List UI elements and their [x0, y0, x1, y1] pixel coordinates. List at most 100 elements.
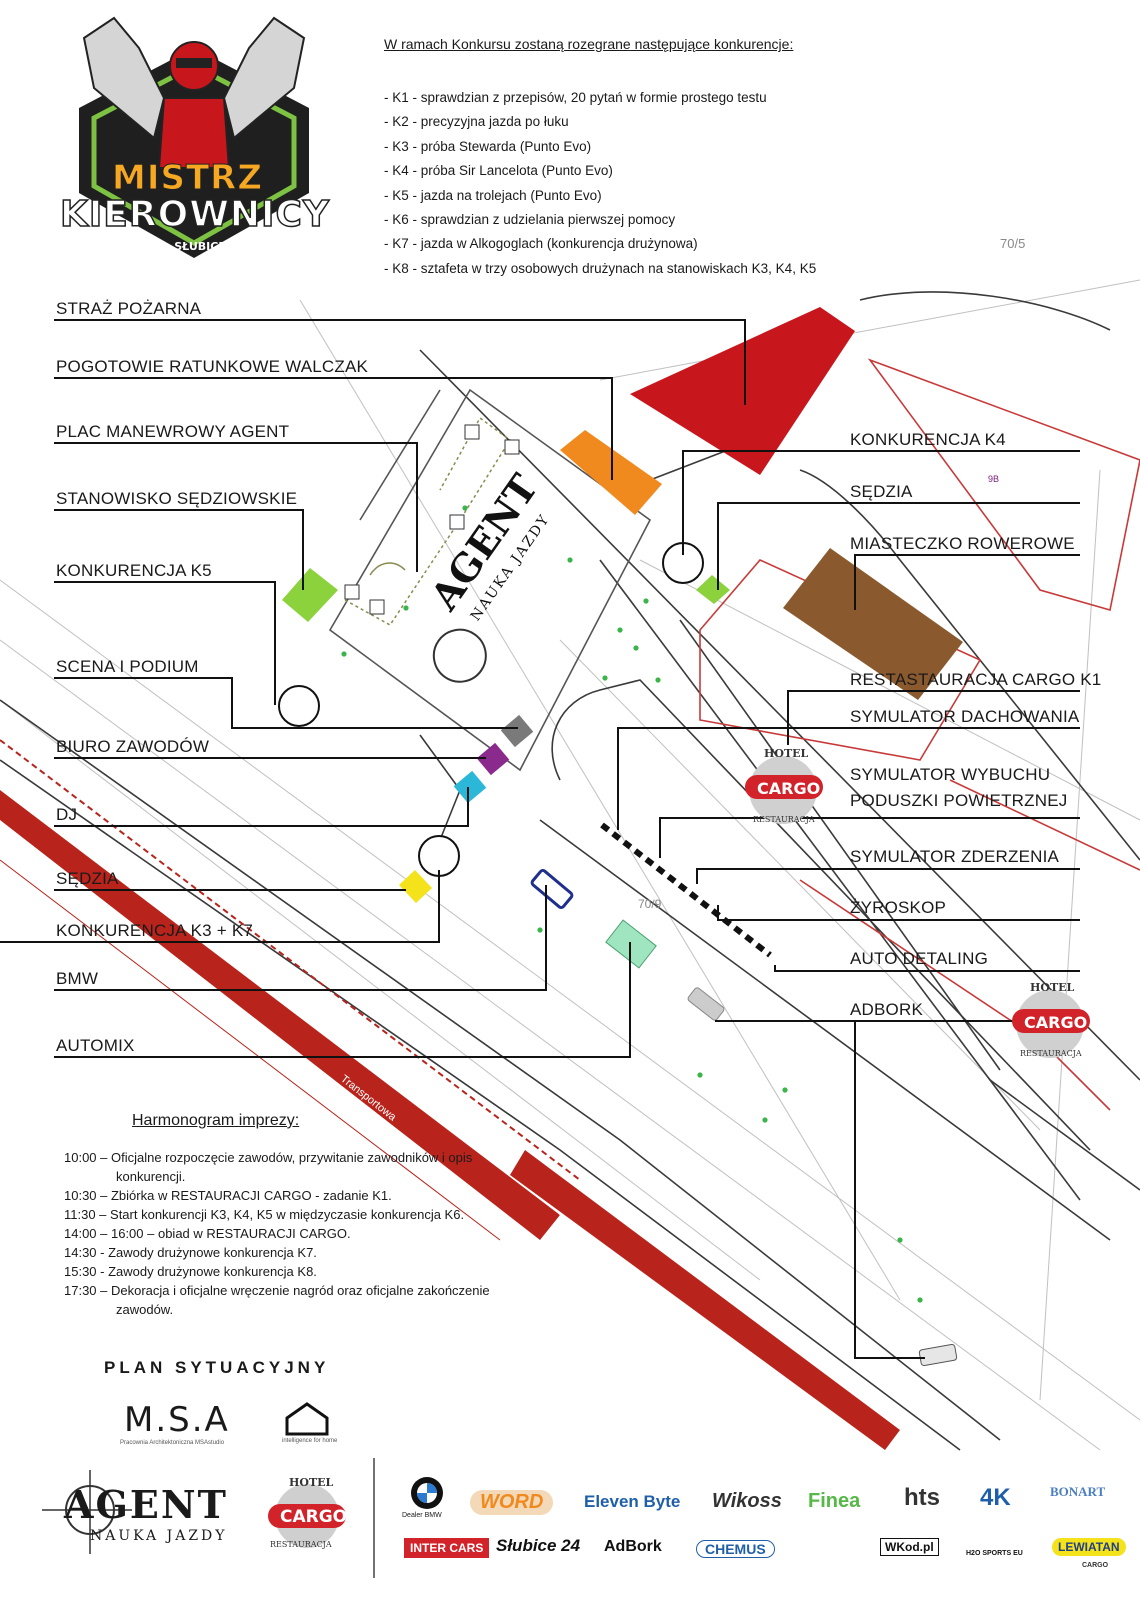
event-logo: MISTRZ KIEROWNICY I EDYCJA - SŁUBICE 201…	[54, 8, 334, 258]
competition-item: - K2 - precyzyjna jazda po łuku	[384, 114, 569, 130]
bmw-car	[530, 868, 574, 910]
finea-logo: Finea	[808, 1490, 861, 1512]
svg-text:9B: 9B	[988, 474, 999, 484]
msa-logo-subtitle: Pracownia Architektoniczna MSAstudio	[120, 1440, 225, 1446]
logo-title-line2: KIEROWNICY	[59, 193, 330, 236]
4k-logo: 4K	[980, 1484, 1011, 1511]
lewiatan-logo: LEWIATAN	[1052, 1538, 1126, 1556]
competition-item: - K6 - sprawdzian z udzielania pierwszej…	[384, 212, 676, 228]
schedule-title: Harmonogram imprezy:	[132, 1112, 300, 1129]
schedule-item: 14:30 - Zawody drużynowe konkurencja K7.	[64, 1245, 317, 1260]
svg-text:RESTAURACJA: RESTAURACJA	[753, 815, 815, 824]
svg-text:RESTAURACJA: RESTAURACJA	[1020, 1049, 1082, 1058]
competition-item: - K7 - jazda w Alkogoglach (konkurencja …	[384, 236, 698, 252]
callout-stage-podium: SCENA I PODIUM	[56, 657, 199, 676]
callout-restaurant-cargo-k1: RESTASTAURACJA CARGO K1	[850, 670, 1102, 689]
logo-title-line1: MISTRZ	[112, 158, 263, 199]
slubice24-logo: Słubice 24	[496, 1536, 581, 1555]
competition-item: - K3 - próba Stewarda (Punto Evo)	[384, 138, 592, 154]
agent-footer-logo: AGENT NAUKA JAZDY	[42, 1470, 252, 1554]
competition-item: - K8 - sztafeta w trzy osobowych drużyna…	[384, 260, 817, 276]
svg-text:CARGO: CARGO	[757, 779, 820, 798]
callout-ambulance: POGOTOWIE RATUNKOWE WALCZAK	[56, 357, 369, 376]
stage-zone	[500, 714, 534, 748]
competition-item: - K1 - sprawdzian z przepisów, 20 pytań …	[384, 90, 767, 105]
judge-stand-zone	[282, 568, 338, 622]
bmw-logo-subtitle: Dealer BMW	[402, 1512, 442, 1519]
house-icon	[285, 1402, 329, 1436]
agent-footer-logo-subtitle: NAUKA JAZDY	[90, 1528, 228, 1544]
callout-crash-simulator: SYMULATOR ZDERZENIA	[850, 847, 1060, 866]
office-zone	[476, 742, 510, 776]
callout-judge-stand: STANOWISKO SĘDZIOWSKIE	[56, 489, 298, 508]
schedule-item: 15:30 - Zawody drużynowe konkurencja K8.	[64, 1264, 317, 1279]
bottom-car	[918, 1343, 958, 1367]
hotel-cargo-footer-restauracja: RESTAURACJA	[270, 1540, 332, 1549]
msa-logo-text: M.S.A	[124, 1400, 230, 1440]
judge-zone	[399, 870, 432, 903]
callout-airbag-simulator-1: SYMULATOR WYBUCHU	[850, 765, 1051, 784]
msa-logo: M.S.A Pracownia Architektoniczna MSAstud…	[120, 1400, 250, 1452]
agent-map-logo: AGENT NAUKA JAZDY	[421, 466, 553, 683]
bonart-logo: BONART	[1050, 1484, 1106, 1499]
globe-icon	[268, 1484, 346, 1548]
word-logo: WORD	[470, 1490, 554, 1515]
eleven-byte-logo: Eleven Byte	[584, 1492, 681, 1511]
intelia-logo: intelligence for home	[282, 1400, 342, 1450]
adbork-car	[687, 987, 725, 1021]
crosshair-icon	[42, 1470, 132, 1554]
road-outlines	[0, 291, 1140, 1451]
competition-item: - K5 - jazda na trolejach (Punto Evo)	[384, 187, 602, 203]
plan-title: PLAN SYTUACYJNY	[104, 1358, 330, 1377]
callout-fire-brigade: STRAŻ POŻARNA	[56, 299, 202, 318]
callout-adbork: ADBORK	[850, 1000, 923, 1019]
competitions-title: W ramach Konkursu zostaną rozegrane nast…	[384, 36, 794, 52]
svg-text:CARGO: CARGO	[1024, 1013, 1087, 1032]
green-dots	[341, 505, 923, 1303]
chemus-logo: CHEMUS	[696, 1540, 775, 1558]
bmw-icon	[411, 1477, 443, 1509]
fire-brigade-zone	[630, 307, 855, 475]
callout-judge-right: SĘDZIA	[850, 482, 913, 501]
callout-judge: SĘDZIA	[56, 869, 119, 888]
agent-footer-logo-title: AGENT	[64, 1482, 228, 1527]
callout-automix: AUTOMIX	[56, 1036, 135, 1055]
helmet-icon	[79, 16, 309, 258]
callout-bmw: BMW	[56, 969, 99, 988]
hts-logo: hts	[904, 1484, 940, 1511]
adbork-logo: AdBork	[604, 1538, 662, 1555]
callout-auto-detailing: AUTO DETALING	[850, 949, 988, 968]
schedule-item: 10:00 – Oficjalne rozpoczęcie zawodów, p…	[64, 1150, 473, 1184]
hotel-cargo-footer-hotel: HOTEL	[289, 1476, 334, 1489]
dj-zone	[453, 770, 487, 804]
cone-boxes	[344, 424, 520, 615]
schedule-item: 14:00 – 16:00 – obiad w RESTAURACJI CARG…	[64, 1226, 351, 1241]
hotel-cargo-footer-logo: HOTEL CARGO RESTAURACJA	[262, 1476, 352, 1556]
callout-maneuver-yard: PLAC MANEWROWY AGENT	[56, 422, 290, 441]
logo-edition: I EDYCJA - SŁUBICE 2017	[110, 240, 261, 253]
callout-competition-k4: KONKURENCJA K4	[850, 430, 1006, 449]
callout-rollover-simulator: SYMULATOR DACHOWANIA	[850, 707, 1080, 726]
competition-item: - K4 - próba Sir Lancelota (Punto Evo)	[384, 163, 613, 179]
rail-track	[0, 739, 900, 1450]
svg-text:HOTEL: HOTEL	[764, 747, 809, 760]
schedule-item: 10:30 – Zbiórka w RESTAURACJI CARGO - za…	[64, 1188, 392, 1203]
svg-text:HOTEL: HOTEL	[1030, 981, 1075, 994]
schedule-item: 11:30 – Start konkurencji K3, K4, K5 w m…	[64, 1207, 465, 1222]
h2o-sports-logo: H2O SPORTS EU	[966, 1550, 1023, 1557]
callout-competition-k5: KONKURENCJA K5	[56, 561, 212, 580]
maneuver-course	[344, 416, 512, 626]
competitions-list: - K1 - sprawdzian z przepisów, 20 pytań …	[384, 86, 816, 281]
bmw-logo: Dealer BMW	[398, 1476, 458, 1520]
callout-competition-k3-k7: KONKURENCJA K3 + K7	[56, 921, 254, 940]
callout-dj: DJ	[56, 805, 78, 824]
schedule-item: 17:30 – Dekoracja i oficjalne wręczenie …	[64, 1283, 490, 1317]
hotel-cargo-badge-right: CARGO HOTEL RESTAURACJA	[1012, 981, 1090, 1058]
schedule-list: 10:00 – Oficjalne rozpoczęcie zawodów, p…	[64, 1148, 534, 1319]
callout-airbag-simulator-2: PODUSZKI POWIETRZNEJ	[850, 791, 1068, 810]
intelia-logo-subtitle: intelligence for home	[282, 1438, 338, 1444]
inter-cars-logo: INTER CARS	[404, 1538, 490, 1558]
wkod-logo: WKod.pl	[880, 1538, 939, 1556]
callout-bike-town: MIASTECZKO ROWEROWE	[850, 534, 1075, 553]
